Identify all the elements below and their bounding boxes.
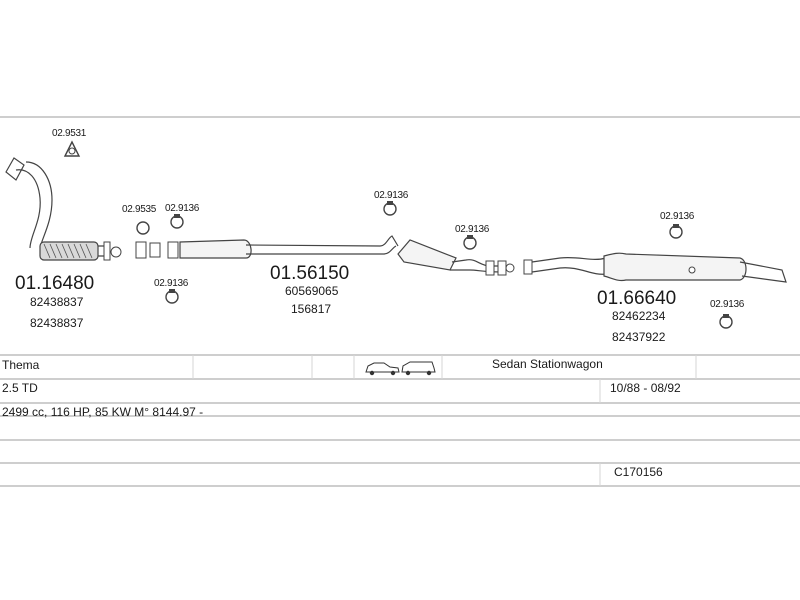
front-pipe-part	[5, 157, 122, 261]
clamp-02-9136-f	[719, 314, 733, 329]
clamp-02-9136-a	[170, 214, 184, 229]
clamp-02-9136-d	[463, 235, 477, 250]
clamp-02-9136-e	[669, 224, 683, 239]
vehicle-table	[0, 354, 800, 487]
label-02-9136-f: 02.9136	[710, 299, 745, 310]
oe-number-82462234: 82462234	[612, 309, 666, 323]
oe-number-60569065: 60569065	[285, 284, 339, 298]
label-02-9136-d: 02.9136	[455, 224, 490, 235]
part-number-01-56150: 01.56150	[270, 263, 349, 284]
body-types-cell: Sedan Stationwagon	[492, 357, 603, 371]
gasket-02-9531	[63, 140, 81, 157]
rear-silencer-part	[523, 252, 787, 283]
stationwagon-car-icon	[401, 361, 436, 376]
center-silencer-part	[135, 235, 399, 259]
clamp-02-9136-b	[165, 289, 179, 304]
code-cell: C170156	[614, 465, 663, 479]
intermediate-silencer	[397, 239, 515, 276]
part-number-01-16480: 01.16480	[15, 273, 94, 294]
oe-number-82437922: 82437922	[612, 330, 666, 344]
label-02-9136-a: 02.9136	[165, 203, 200, 214]
model-cell: Thema	[2, 358, 40, 372]
sedan-car-icon	[365, 362, 400, 376]
label-02-9535: 02.9535	[122, 204, 157, 215]
clamp-02-9136-c	[383, 201, 397, 216]
engine-cell: 2.5 TD	[2, 381, 38, 395]
gasket-02-9535	[136, 221, 150, 235]
oe-number-82438837-a: 82438837	[30, 295, 84, 309]
label-02-9136-b: 02.9136	[154, 278, 189, 289]
label-02-9136-e: 02.9136	[660, 211, 695, 222]
label-02-9136-c: 02.9136	[374, 190, 409, 201]
label-02-9531: 02.9531	[52, 128, 87, 139]
oe-number-156817: 156817	[291, 302, 331, 316]
spec-cell: 2499 cc, 116 HP, 85 KW M° 8144.97 -	[2, 405, 203, 419]
oe-number-82438837-b: 82438837	[30, 316, 84, 330]
part-number-01-66640: 01.66640	[597, 288, 676, 309]
years-cell: 10/88 - 08/92	[610, 381, 681, 395]
